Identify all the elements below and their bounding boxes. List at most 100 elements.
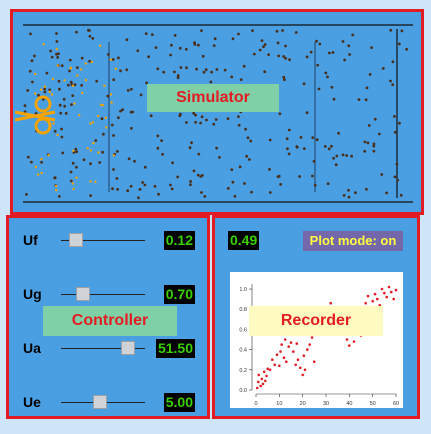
emitted-particle [56,64,59,67]
particle [119,69,122,73]
particle [98,161,102,164]
particle [395,162,399,166]
particle [231,37,235,41]
particle [126,189,130,193]
particle [196,173,200,177]
particle [184,47,188,51]
emitted-particle [92,141,95,145]
x-tick-label: 10 [276,401,282,407]
particle [75,150,78,154]
controller-label: Controller [43,306,177,336]
particle [107,53,110,56]
particle [389,79,392,83]
particle [59,111,63,115]
particle [193,43,197,46]
scatter-point [306,348,309,351]
particle [263,43,267,46]
scatter-point [275,353,279,356]
emitted-particle [63,79,66,82]
emitted-particle [56,133,59,137]
emitted-particle [48,90,51,94]
particle [176,76,180,80]
particle [179,112,182,116]
particle [393,115,396,118]
particle [393,130,397,134]
scatter-point [255,386,259,390]
particle [88,34,92,38]
particle [205,118,208,122]
scatter-point [262,370,266,374]
scissors-icon[interactable] [14,95,56,135]
scatter-point [289,341,293,344]
slider-thumb-ua[interactable] [120,341,135,355]
particle [341,153,345,157]
plot-mode-toggle[interactable]: Plot mode: on [303,231,403,251]
emitted-particle [55,189,58,192]
emitted-particle [89,149,93,152]
particle [203,195,207,198]
particle [277,54,281,58]
particle [233,194,237,198]
particle [55,32,58,35]
particle [246,136,250,140]
scatter-point [394,288,398,292]
slider-thumb-uf[interactable] [69,233,84,247]
particle [398,42,401,46]
emitted-particle [109,58,113,61]
particle [364,98,368,102]
particle [385,191,388,195]
scatter-point [302,354,306,357]
particle [112,168,115,171]
scatter-point [310,336,314,339]
particle [365,187,368,191]
slider-value-ua: 51.50 [155,339,195,358]
scatter-point [282,356,286,359]
scatter-point [387,285,391,289]
particle [245,154,249,158]
slider-thumb-ue[interactable] [92,395,107,409]
scatter-point [301,373,304,377]
particle [136,49,140,53]
particle [185,121,188,124]
slider-thumb-ug[interactable] [76,287,91,301]
particle [33,54,36,58]
particle [188,146,192,150]
particle [373,117,377,121]
particle [330,144,333,148]
particle [302,147,306,151]
particle [215,146,219,150]
particle [282,55,286,58]
particle [372,149,376,153]
scatter-point [348,344,351,347]
particle [102,132,105,136]
particle [30,59,34,63]
particle [69,80,73,84]
particle [58,87,61,91]
particle [230,168,234,172]
particle [117,116,120,120]
scatter-point [257,373,261,377]
particle [372,144,376,148]
particle [55,40,59,43]
scatter-point [285,360,288,363]
particle [176,175,180,179]
particle [125,68,129,72]
particle [365,86,369,90]
particles [23,28,408,200]
particle [176,74,180,77]
slider-label-uf: Uf [23,232,38,248]
slider-track-ug[interactable] [61,294,145,295]
particle [223,68,227,72]
emitted-particle [69,67,72,70]
slider-track-uf[interactable] [61,240,145,241]
particle [212,122,216,126]
scatter-point [260,377,264,381]
particle [249,139,253,143]
emitted-particle [84,62,87,65]
particle [89,162,92,166]
particle [26,89,30,92]
scatter-point [364,301,367,305]
slider-track-ua[interactable] [61,348,145,349]
emitted-particle [40,157,43,161]
